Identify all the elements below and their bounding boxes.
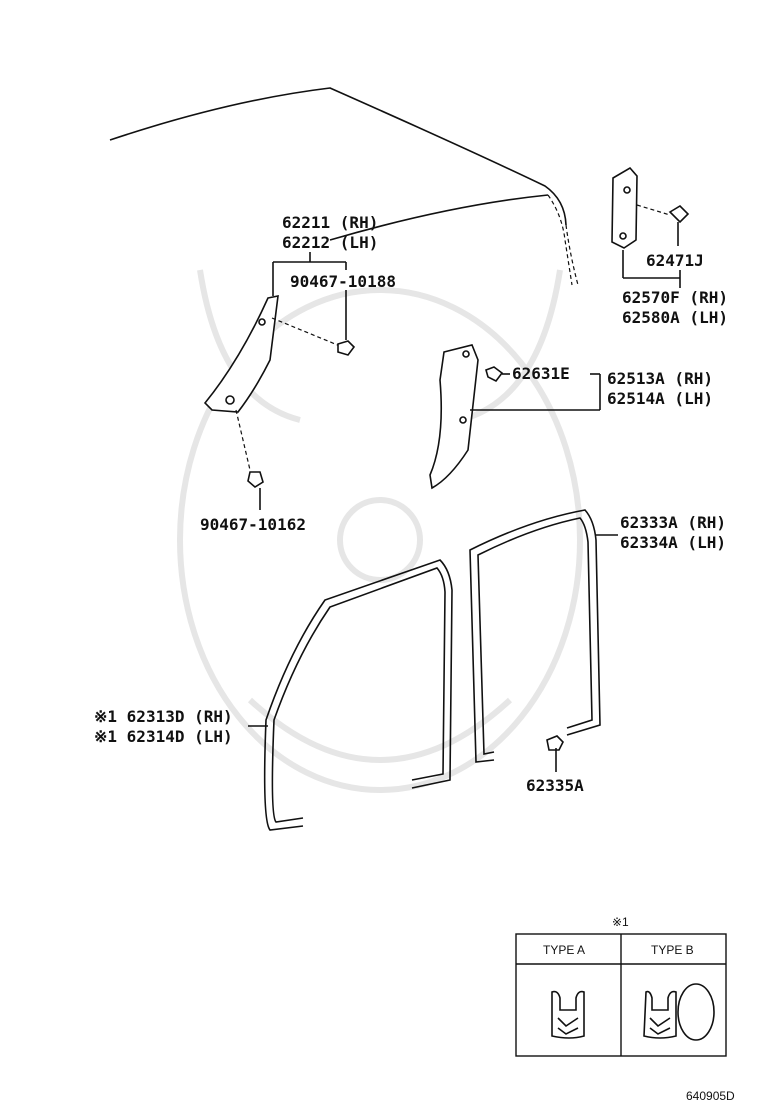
label-62514A: 62514A (LH) bbox=[607, 389, 713, 408]
label-62570F: 62570F (RH) bbox=[622, 288, 728, 307]
clip-center-icon bbox=[485, 366, 504, 383]
front-door-weatherstrip bbox=[263, 559, 453, 831]
label-90467-10188: 90467-10188 bbox=[290, 272, 396, 291]
type-b-profile-icon bbox=[643, 983, 715, 1041]
clip-upper-icon bbox=[337, 340, 356, 356]
label-90467-10162: 90467-10162 bbox=[200, 515, 306, 534]
label-62335A: 62335A bbox=[526, 776, 584, 795]
roof-outline bbox=[109, 87, 579, 286]
type-a-profile-icon bbox=[551, 990, 585, 1039]
label-62211: 62211 (RH) bbox=[282, 213, 378, 232]
label-62471J: 62471J bbox=[646, 251, 704, 270]
label-62580A: 62580A (LH) bbox=[622, 308, 728, 327]
rear-pillar-garnish bbox=[611, 166, 638, 249]
clip-lower-leader bbox=[235, 409, 251, 471]
type-table-note: ※1 bbox=[612, 915, 629, 929]
label-62631E: 62631E bbox=[512, 364, 570, 383]
type-table bbox=[515, 933, 727, 1057]
clip-rear-icon bbox=[668, 204, 690, 224]
clip-lower-icon bbox=[247, 471, 264, 488]
center-pillar-garnish bbox=[429, 344, 479, 490]
label-62212: 62212 (LH) bbox=[282, 233, 378, 252]
label-62314D: ※1 62314D (LH) bbox=[94, 727, 233, 746]
plug-icon bbox=[546, 735, 564, 751]
label-62313D: ※1 62313D (RH) bbox=[94, 707, 233, 726]
rear-door-weatherstrip bbox=[469, 509, 601, 763]
label-62334A: 62334A (LH) bbox=[620, 533, 726, 552]
diagram-id: 640905D bbox=[686, 1089, 735, 1103]
leader-lines bbox=[248, 222, 681, 772]
type-a-header: TYPE A bbox=[543, 943, 585, 957]
front-pillar-garnish bbox=[203, 294, 279, 413]
type-b-header: TYPE B bbox=[651, 943, 694, 957]
label-62333A: 62333A (RH) bbox=[620, 513, 726, 532]
clip-rear-leader bbox=[636, 204, 671, 216]
label-62513A: 62513A (RH) bbox=[607, 369, 713, 388]
clip-upper-leader bbox=[271, 317, 341, 347]
